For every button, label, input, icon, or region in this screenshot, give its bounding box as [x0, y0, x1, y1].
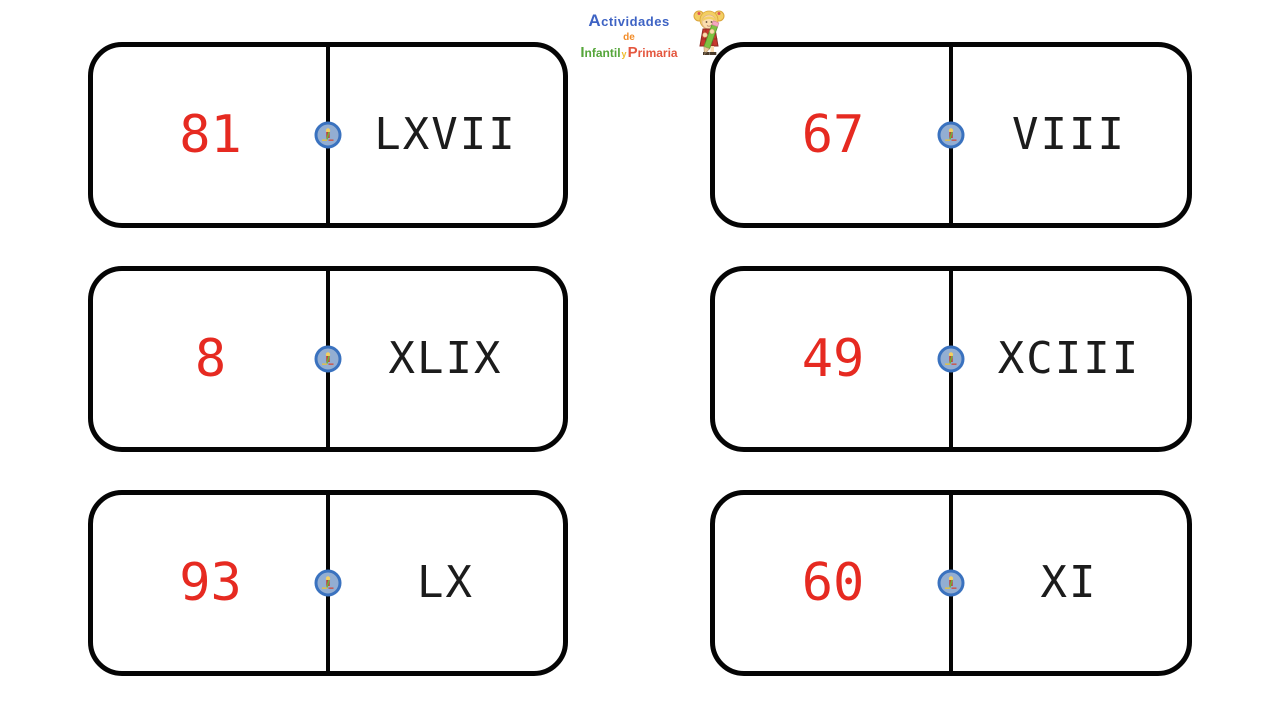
- roman-numeral: XCIII: [997, 333, 1141, 384]
- arabic-number: 67: [801, 105, 865, 165]
- logo-badge-icon: [937, 569, 965, 597]
- logo-word-primaria: Primaria: [627, 43, 678, 61]
- arabic-number: 8: [194, 329, 227, 389]
- roman-numeral: VIII: [1012, 109, 1126, 160]
- domino-card-5: 93 LX: [88, 490, 568, 676]
- logo-badge-icon: [314, 345, 342, 373]
- logo-badge-icon: [314, 121, 342, 149]
- roman-numeral: LXVII: [374, 109, 517, 160]
- roman-numeral: LX: [417, 557, 474, 608]
- domino-card-4: 49 XCIII: [710, 266, 1192, 452]
- logo-badge-icon: [937, 345, 965, 373]
- domino-board: 81 LXVII 67 VIII 8 XLIX 49 XCIII 93 LX: [88, 42, 1192, 676]
- girl-with-pencil-icon: [691, 8, 727, 65]
- domino-card-1: 81 LXVII: [88, 42, 568, 228]
- arabic-number: 49: [801, 329, 865, 389]
- logo-line-actividades: Actividades: [588, 11, 670, 30]
- logo-line-de: de: [623, 31, 635, 43]
- logo-text: Actividades de InfantilyPrimaria: [570, 12, 688, 61]
- logo-badge-icon: [314, 569, 342, 597]
- logo-word-infantil: Infantil: [580, 43, 621, 61]
- arabic-number: 93: [179, 553, 242, 613]
- site-logo: Actividades de InfantilyPrimaria: [570, 10, 727, 65]
- roman-numeral: XLIX: [388, 333, 503, 384]
- logo-word-y: y: [621, 48, 627, 59]
- arabic-number: 60: [801, 553, 865, 613]
- domino-card-6: 60 XI: [710, 490, 1192, 676]
- logo-line-infantil-primaria: InfantilyPrimaria: [570, 44, 688, 62]
- arabic-number: 81: [179, 105, 242, 165]
- domino-card-2: 67 VIII: [710, 42, 1192, 228]
- logo-badge-icon: [937, 121, 965, 149]
- domino-card-3: 8 XLIX: [88, 266, 568, 452]
- roman-numeral: XI: [1040, 557, 1098, 608]
